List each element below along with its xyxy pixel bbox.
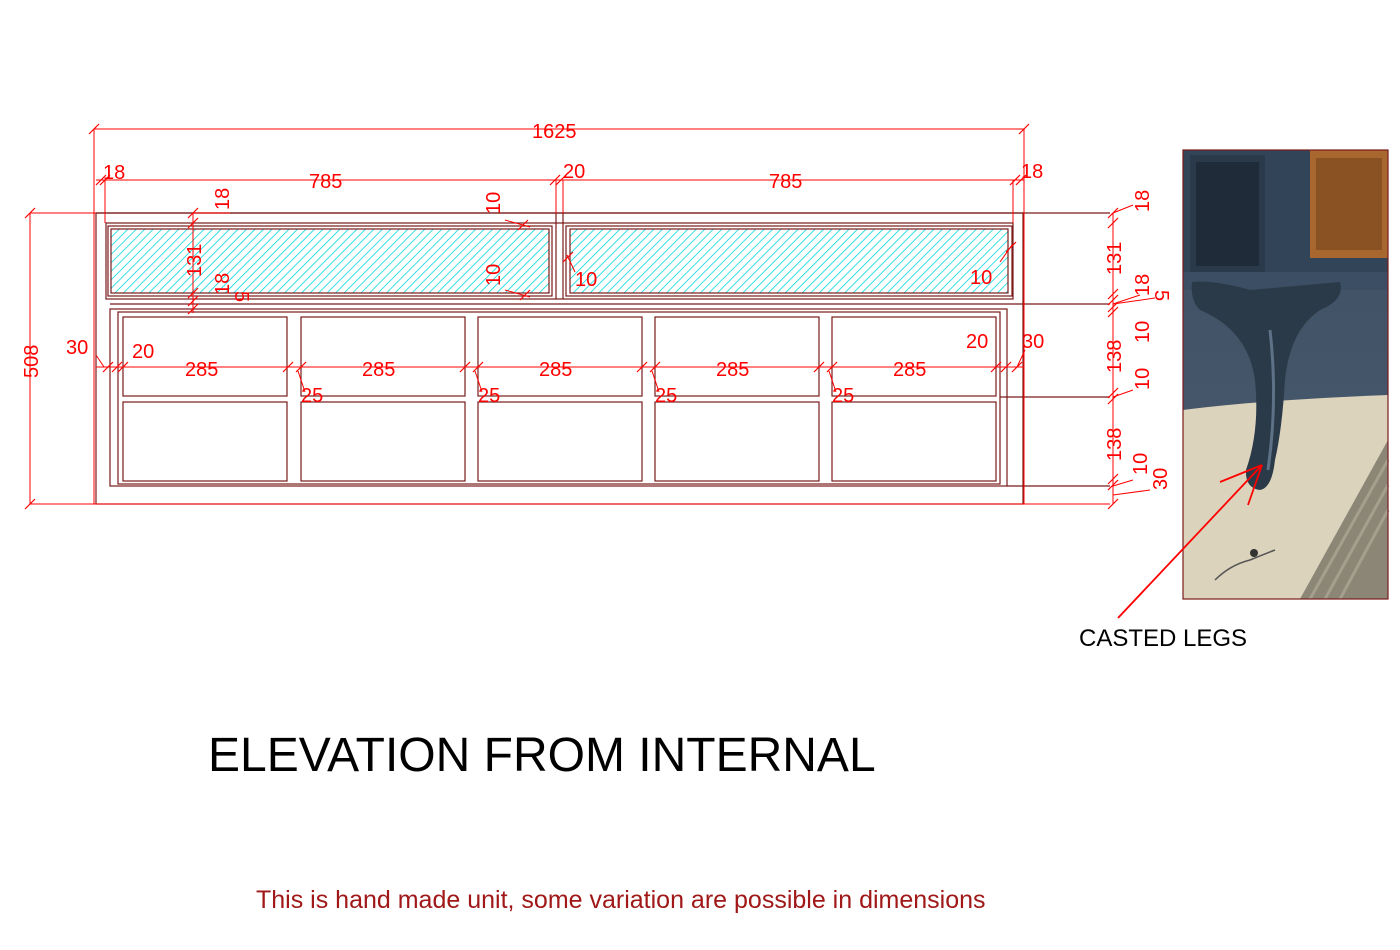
dim-inner-10-a: 10 <box>483 192 505 214</box>
dim-inner-10-d: 10 <box>970 267 992 289</box>
dim-right-col-6: 138 <box>1104 340 1126 373</box>
drawer-top-1 <box>122 316 288 397</box>
dim-right-outer: 18 <box>1021 161 1043 183</box>
dim-panel-width-4: 285 <box>716 359 749 381</box>
dim-center-gap: 20 <box>563 161 585 183</box>
dim-divider-4: 25 <box>832 385 854 407</box>
dim-overall-height: 508 <box>21 345 43 378</box>
top-cabinet-frame <box>105 222 1014 300</box>
dim-inner-10-c: 10 <box>575 269 597 291</box>
dim-right-col-9: 10 <box>1130 453 1152 475</box>
dim-panel-width-5: 285 <box>893 359 926 381</box>
dim-right-col-1: 18 <box>1132 190 1154 212</box>
drawing-title: ELEVATION FROM INTERNAL <box>208 729 876 782</box>
casted-leg-photo <box>1117 149 1390 619</box>
dim-gap-left: 5 <box>230 291 252 302</box>
drawer-section-frame <box>109 308 1008 487</box>
dimension-lines <box>24 123 1156 510</box>
glass-panel-right <box>569 228 1009 294</box>
dim-glass-width-right: 785 <box>769 171 802 193</box>
drawer-top-5 <box>831 316 997 397</box>
dim-top-frame-left: 18 <box>212 188 234 210</box>
dim-overall-width: 1625 <box>532 121 577 143</box>
dimension-labels: 1625 18 785 20 785 18 508 18 131 18 5 10… <box>21 121 1172 490</box>
dim-divider-2: 25 <box>478 385 500 407</box>
dim-right-col-8: 138 <box>1104 428 1126 461</box>
drawer-bottom-1 <box>122 401 288 482</box>
dim-divider-3: 25 <box>655 385 677 407</box>
dim-glass-height-left: 131 <box>184 244 206 277</box>
drawer-bottom-5 <box>831 401 997 482</box>
dim-side-20-left: 20 <box>132 341 154 363</box>
glass-panel-left <box>110 228 550 294</box>
dim-bottom-frame-left: 18 <box>212 273 234 295</box>
glass-panel-right-outer <box>565 225 1013 297</box>
cabinet-outline <box>95 212 1110 505</box>
dim-right-col-4: 5 <box>1150 290 1172 301</box>
drawer-top-3 <box>477 316 643 397</box>
dim-side-30-right: 30 <box>1022 331 1044 353</box>
drawer-bottom-4 <box>654 401 820 482</box>
dim-glass-width-left: 785 <box>309 171 342 193</box>
dim-right-col-10: 30 <box>1150 468 1172 490</box>
dim-right-col-7: 10 <box>1132 368 1154 390</box>
drawer-top-4 <box>654 316 820 397</box>
drawing-note: This is hand made unit, some variation a… <box>256 886 986 914</box>
dim-panel-width-2: 285 <box>362 359 395 381</box>
dim-panel-width-3: 285 <box>539 359 572 381</box>
dim-inner-10-b: 10 <box>483 264 505 286</box>
photo-caption: CASTED LEGS <box>1079 625 1248 652</box>
glass-panel-left-outer <box>107 225 553 297</box>
drawer-top-2 <box>300 316 466 397</box>
dim-panel-width-1: 285 <box>185 359 218 381</box>
dim-side-30-left: 30 <box>66 337 88 359</box>
dim-divider-1: 25 <box>301 385 323 407</box>
dim-right-col-2: 131 <box>1104 242 1126 275</box>
dim-right-col-3: 18 <box>1132 274 1154 296</box>
dim-left-outer: 18 <box>103 162 125 184</box>
drawer-bottom-2 <box>300 401 466 482</box>
dim-side-20-right: 20 <box>966 331 988 353</box>
drawer-bottom-3 <box>477 401 643 482</box>
dim-right-col-5: 10 <box>1132 321 1154 343</box>
